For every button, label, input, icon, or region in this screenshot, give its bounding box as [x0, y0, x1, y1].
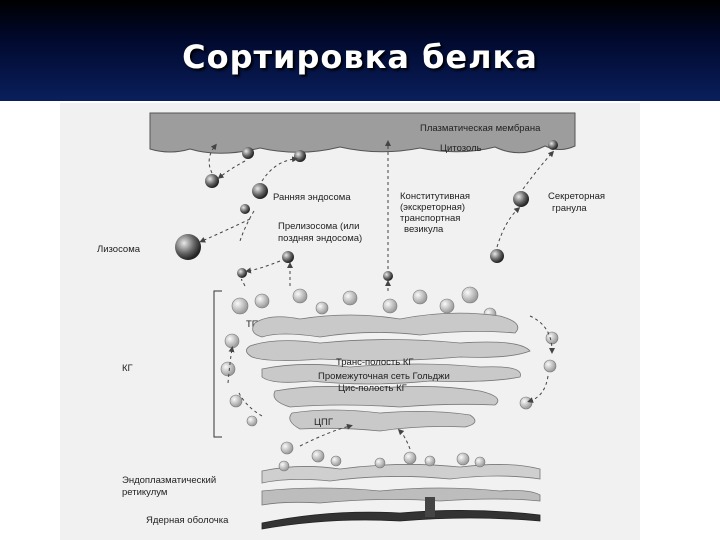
secretory-granule-2	[490, 249, 504, 263]
er-label-2: ретикулум	[122, 487, 167, 498]
constitutive-vesicle-label-4: везикула	[404, 224, 444, 235]
nuclear-envelope	[261, 510, 541, 530]
endoplasmic-reticulum	[261, 455, 541, 506]
constitutive-vesicle	[383, 271, 393, 281]
transport-arrows	[199, 143, 391, 291]
er-label-1: Эндоплазматический	[122, 475, 216, 486]
secretory-granule-label-1: Секреторная	[548, 191, 605, 202]
constitutive-vesicle-label-1: Конститутивная	[400, 191, 470, 202]
medial-golgi-label: Промежуточная сеть Гольджи	[318, 371, 450, 382]
golgi-complex-label: КГ	[122, 363, 133, 374]
constitutive-vesicle-label-2: (экскреторная)	[400, 202, 465, 213]
secretory-granule	[513, 191, 529, 207]
early-endosome	[205, 174, 268, 214]
lysosome-label: Лизосома	[97, 244, 141, 255]
plasma-membrane-label: Плазматическая мембрана	[420, 123, 541, 134]
secretory-granule-label-2: гранула	[552, 203, 587, 214]
constitutive-vesicle-label-3: транспортная	[400, 213, 460, 224]
plasma-membrane	[149, 112, 576, 154]
prelysosome	[282, 251, 294, 263]
prelysosome-label-2: поздняя эндосома)	[278, 233, 362, 244]
cytosol-label: Цитозоль	[440, 143, 482, 154]
prelysosome-label-1: Прелизосома (или	[278, 221, 359, 232]
lysosome	[175, 234, 201, 260]
membrane-vesicles	[242, 140, 558, 162]
slide-title: Сортировка белка	[182, 38, 538, 76]
nuclear-pore	[425, 497, 435, 517]
golgi-vesicles	[220, 286, 559, 466]
golgi-arrows	[227, 315, 555, 450]
golgi-cisternae	[246, 312, 531, 432]
golgi-bracket	[213, 290, 222, 438]
cis-golgi-label: Цис-полость КГ	[338, 383, 407, 394]
nuclear-envelope-label: Ядерная оболочка	[146, 515, 229, 526]
title-bar	[0, 0, 720, 101]
trans-golgi-label: Транс-полость КГ	[336, 357, 414, 368]
early-endosome-label: Ранняя эндосома	[273, 192, 351, 203]
protein-sorting-diagram: Плазматическая мембрана Цитозоль Ранняя …	[60, 103, 640, 540]
cgn-label: ЦПГ	[314, 417, 333, 428]
